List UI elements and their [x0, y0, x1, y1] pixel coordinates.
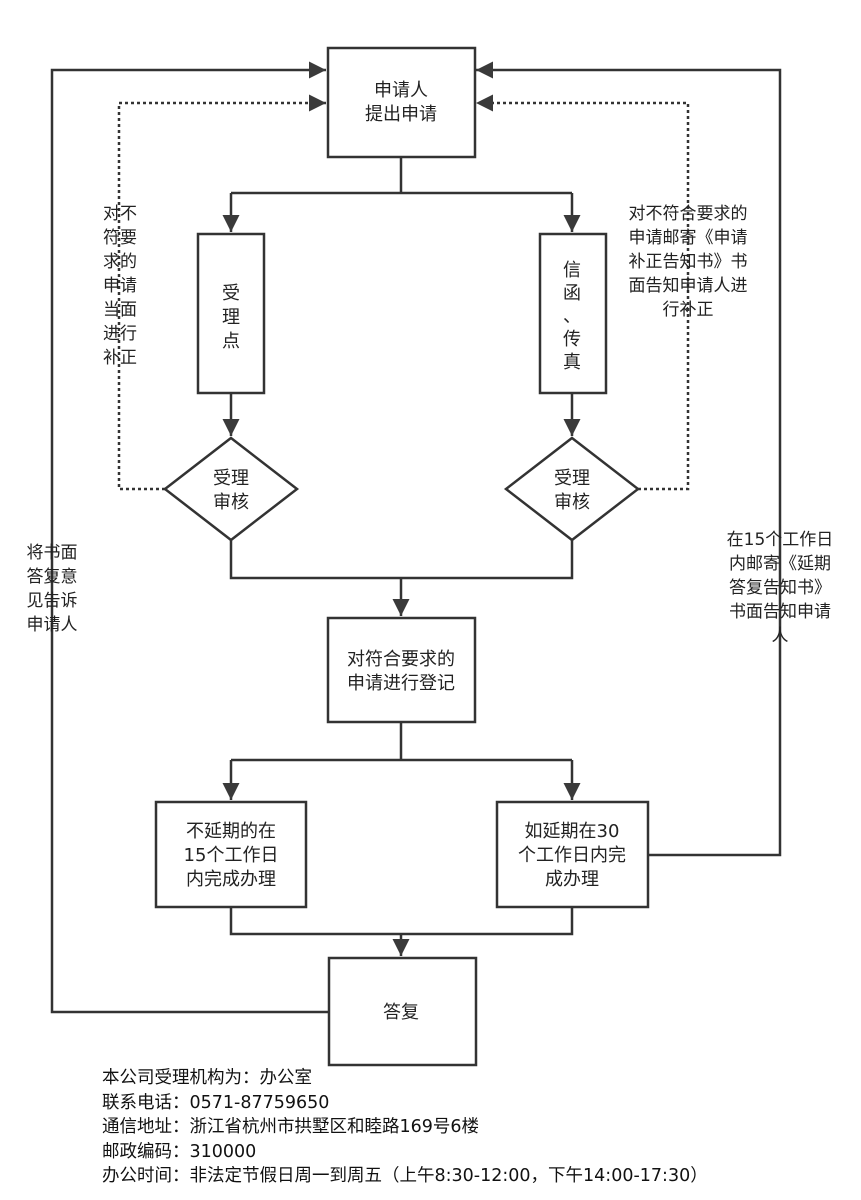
extension-box: [495, 800, 650, 909]
loop-written-reply: [50, 61, 329, 1014]
loop-extension-notice: [476, 61, 782, 857]
register-box: [326, 616, 477, 724]
info-hours: 办公时间：非法定节假日周一到周五（上午8:30-12:00，下午14:00-17…: [102, 1166, 708, 1186]
fax-box: [538, 232, 608, 395]
review-left-label: 受理审核: [213, 468, 249, 513]
reception-point-label: 受理点: [222, 283, 240, 352]
register-label: 对符合要求的申请进行登记: [347, 649, 455, 694]
review-left-diamond: [162, 436, 300, 542]
no-extension-box: [154, 800, 308, 909]
reply-box: [327, 956, 478, 1067]
review-right-label: 受理审核: [554, 468, 590, 513]
reception-point-box: [196, 232, 266, 395]
review-right-diamond: [503, 436, 641, 542]
loop-left-correction: [117, 94, 326, 491]
fax-label: 信函、传真: [563, 260, 581, 373]
written-reply-note: 将书面答复意见告诉申请人: [27, 543, 78, 635]
left-correction-note: 对不符要求的申请当面进行补正: [103, 204, 137, 368]
note-labels: 对不符要求的申请当面进行补正 对不符合要求的申请邮寄《申请补正告知书》书面告知申请…: [27, 204, 834, 646]
extension-notice-note: 在15个工作日内邮寄《延期答复告知书》书面告知申请人: [727, 530, 834, 646]
info-office: 本公司受理机构为：办公室: [102, 1068, 312, 1088]
info-postcode: 邮政编码：310000: [102, 1141, 257, 1162]
info-address: 通信地址：浙江省杭州市拱墅区和睦路169号6楼: [102, 1117, 480, 1137]
right-correction-note: 对不符合要求的申请邮寄《申请补正告知书》书面告知申请人进行补正: [629, 204, 748, 320]
connector-merge-register: [229, 540, 574, 580]
contact-info: 本公司受理机构为：办公室 联系电话：0571-87759650 通信地址：浙江省…: [102, 1066, 708, 1189]
applicant-box: [326, 46, 477, 159]
connector-merge-reply: [229, 907, 574, 936]
info-phone: 联系电话：0571-87759650: [102, 1092, 330, 1113]
loop-right-correction: [476, 94, 690, 491]
reply-label: 答复: [383, 1002, 419, 1023]
applicant-label: 申请人提出申请: [365, 80, 437, 125]
